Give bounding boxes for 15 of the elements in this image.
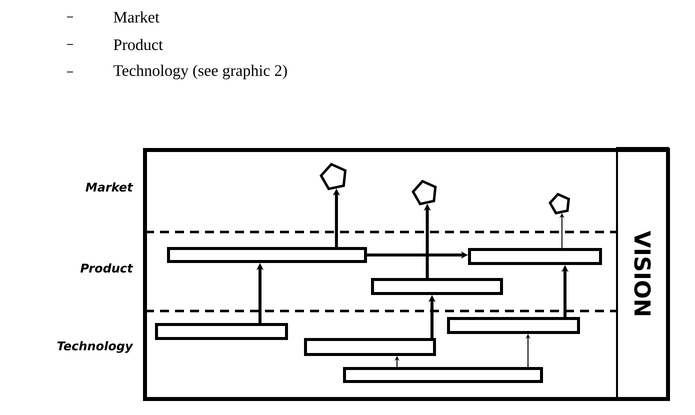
row-label: Market (86, 182, 134, 192)
vision-panel: VISION (616, 147, 669, 401)
activity-bar (304, 338, 436, 356)
activity-bar (155, 323, 288, 340)
activity-bar (343, 367, 543, 383)
row-label: Technology (57, 341, 134, 353)
activity-bar (468, 248, 602, 265)
activity-bar (447, 317, 580, 334)
milestone-pentagon (548, 192, 570, 215)
bullet-text: Product (114, 38, 163, 50)
activity-bar (167, 247, 367, 263)
activity-bar (371, 278, 503, 295)
row-label: Product (80, 263, 134, 273)
bullet-text: Technology (see graphic 2) (113, 64, 287, 80)
bullet-text: Market (114, 11, 160, 23)
